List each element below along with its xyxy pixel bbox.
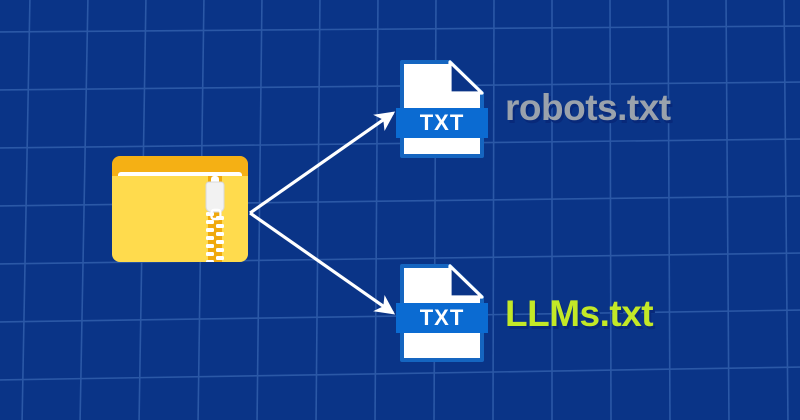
file-badge-robots — [396, 108, 488, 138]
folder-front-panel — [112, 176, 248, 262]
file-badge-text-llms: TXT — [420, 305, 465, 330]
file-badge-llms — [396, 303, 488, 333]
file-icon-llms: TXT — [396, 264, 488, 362]
arrow-to-robots — [249, 111, 396, 215]
zipper-pull-tab[interactable] — [210, 208, 222, 221]
file-label-robots: robots.txt — [505, 87, 671, 128]
folder-tab-notch — [120, 156, 172, 168]
file-icon-robots: TXT — [396, 60, 488, 158]
file-badge-text-robots: TXT — [420, 110, 465, 135]
file-label-llms: LLMs.txt — [505, 293, 654, 334]
arrow-to-llms — [249, 211, 396, 315]
file-folded-corner-llms — [448, 264, 484, 299]
zipper-group — [205, 176, 225, 262]
file-folded-corner-robots — [448, 60, 484, 95]
zipper-slider[interactable] — [205, 181, 225, 213]
zipped-folder-icon — [112, 156, 248, 262]
